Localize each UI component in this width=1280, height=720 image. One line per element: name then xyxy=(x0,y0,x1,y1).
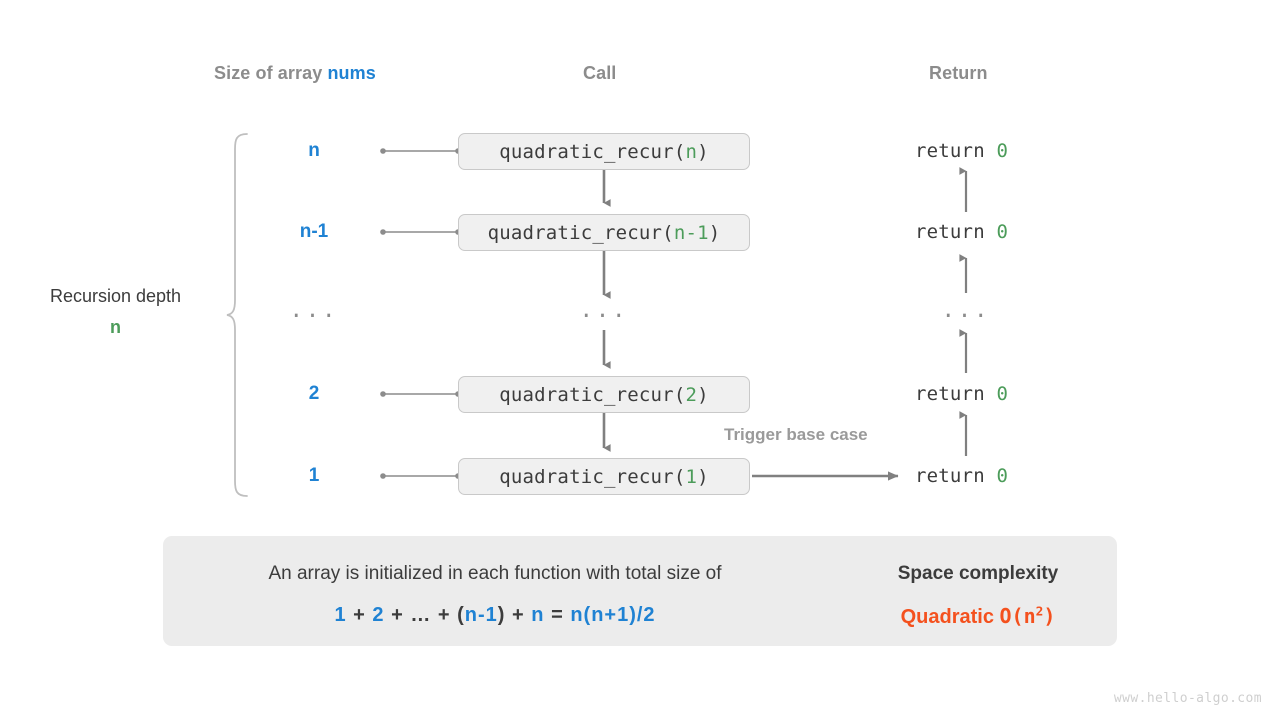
formula-equals: = xyxy=(551,604,564,626)
call-box-text-row-0: quadratic_recur(n) xyxy=(499,140,709,163)
call-box-row-4[interactable]: quadratic_recur(1) xyxy=(458,458,750,495)
call-box-text-row-4: quadratic_recur(1) xyxy=(499,465,709,488)
formula-op-3: + xyxy=(437,604,451,626)
formula-op-4: + xyxy=(512,604,525,626)
return-text-row-3: return 0 xyxy=(915,383,1009,405)
call-box-text-row-1: quadratic_recur(n-1) xyxy=(487,221,721,244)
leader-lines xyxy=(380,148,461,479)
column-header-return: Return xyxy=(929,63,988,83)
formula-term-1: 1 xyxy=(334,604,347,626)
formula-paren-close: ) xyxy=(497,604,506,626)
size-label-row-1: n-1 xyxy=(299,221,329,242)
size-label-row-3: 2 xyxy=(308,383,320,404)
column-header-size-highlight: nums xyxy=(327,63,376,83)
formula-paren-open: ( xyxy=(457,604,465,626)
formula-op-1: + xyxy=(353,604,366,626)
column-header-size: Size of array nums xyxy=(214,63,376,84)
call-box-row-0[interactable]: quadratic_recur(n) xyxy=(458,133,750,170)
call-box-row-1[interactable]: quadratic_recur(n-1) xyxy=(458,214,750,251)
return-text-row-1: return 0 xyxy=(915,221,1009,243)
watermark: www.hello-algo.com xyxy=(1113,691,1262,706)
formula-op-2: + xyxy=(391,604,404,626)
column-header-call: Call xyxy=(583,63,617,83)
size-label-row-0: n xyxy=(308,140,320,161)
size-label-row-2: ... xyxy=(289,298,339,323)
formula-ellipsis: … xyxy=(410,604,432,626)
call-box-row-3[interactable]: quadratic_recur(2) xyxy=(458,376,750,413)
space-complexity-title: Space complexity xyxy=(897,563,1059,584)
call-ellipsis-row-2: ... xyxy=(579,298,629,323)
complexity-big-o: O(n2) xyxy=(999,604,1056,628)
call-box-text-row-3: quadratic_recur(2) xyxy=(499,383,709,406)
summary-description: An array is initialized in each function… xyxy=(268,563,722,584)
formula-result: n(n+1)/2 xyxy=(570,604,656,626)
trigger-base-case-label: Trigger base case xyxy=(724,425,868,444)
recursion-depth-title: Recursion depth xyxy=(49,286,182,306)
recursion-depth-block: Recursion depth n xyxy=(28,286,203,338)
formula-term-4: n-1 xyxy=(464,604,498,626)
summary-formula: 1 + 2 + … + (n-1) + n = n(n+1)/2 xyxy=(191,604,799,627)
recursion-depth-brace xyxy=(226,133,248,497)
space-complexity-value: Quadratic O(n2) xyxy=(863,604,1093,629)
complexity-word: Quadratic xyxy=(900,606,994,628)
summary-panel: An array is initialized in each function… xyxy=(163,536,1117,646)
size-label-row-4: 1 xyxy=(308,465,320,486)
recursion-depth-value: n xyxy=(110,317,121,337)
formula-term-5: n xyxy=(531,604,545,626)
return-ellipsis-row-2: ... xyxy=(941,298,991,323)
return-text-row-4: return 0 xyxy=(915,465,1009,487)
column-header-size-prefix: Size of array xyxy=(214,63,328,83)
formula-term-2: 2 xyxy=(372,604,385,626)
return-text-row-0: return 0 xyxy=(915,140,1009,162)
